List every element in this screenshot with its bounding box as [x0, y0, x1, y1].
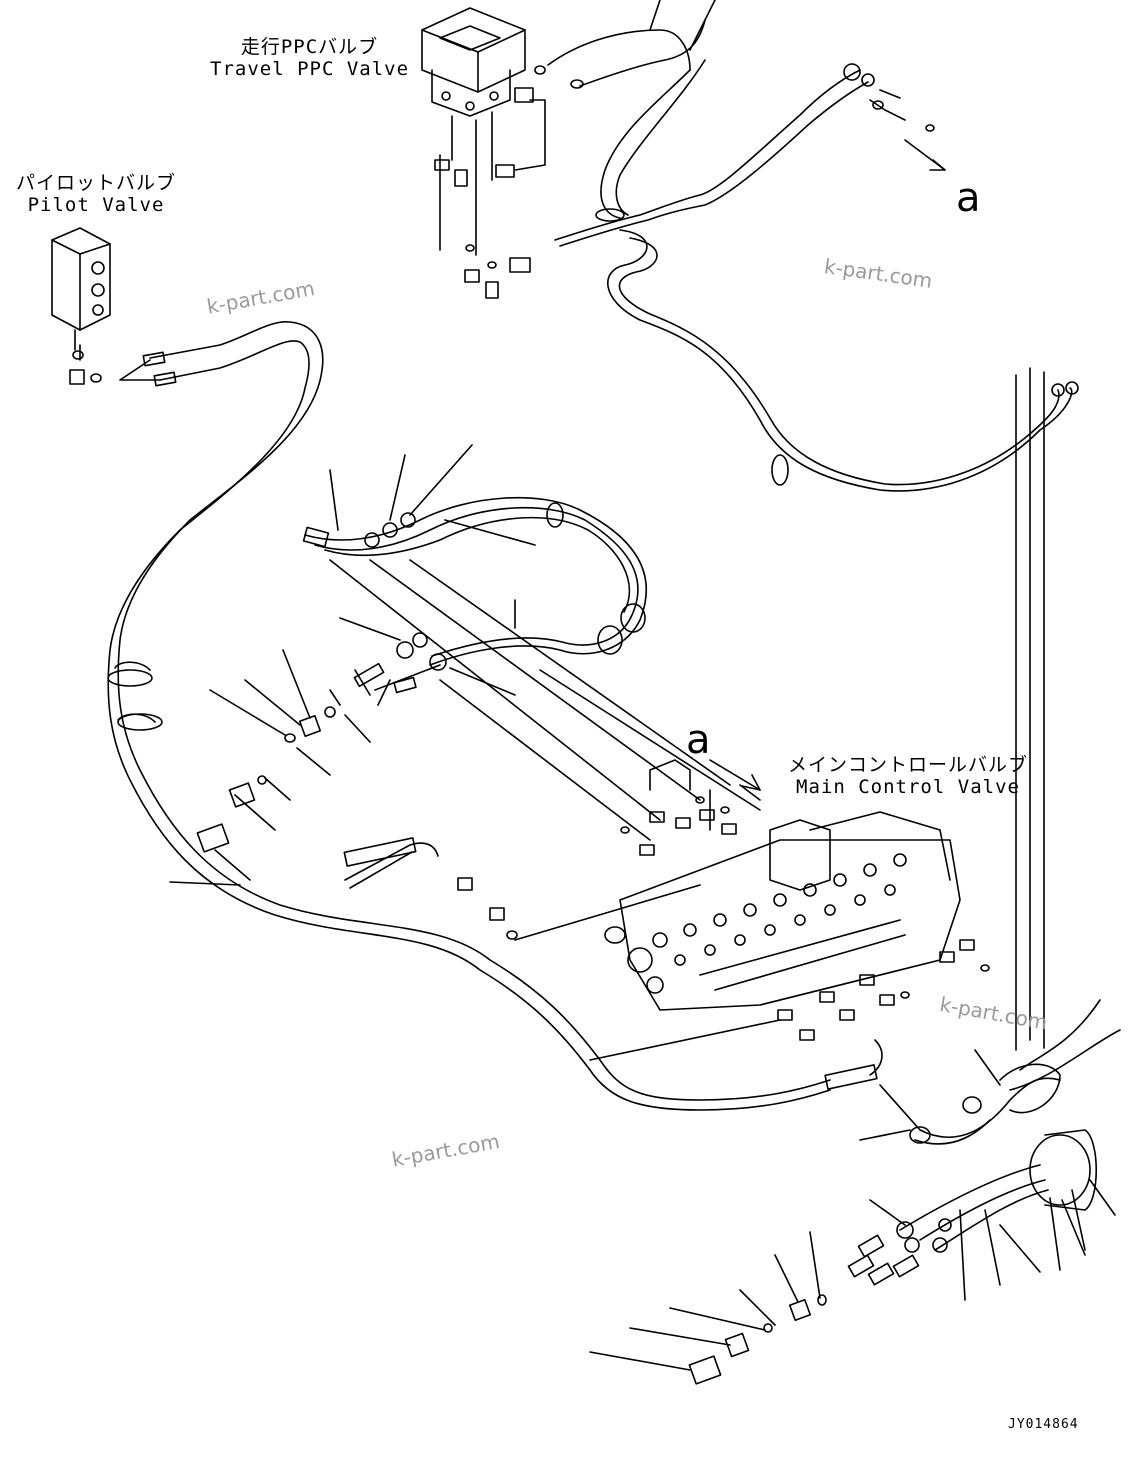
- main-control-valve-label-en: Main Control Valve: [796, 776, 1020, 798]
- ppc-hose-bundle: [547, 0, 1079, 1051]
- mcv-fittings: [329, 559, 990, 1061]
- reference-mark-a-mid: a: [686, 717, 711, 763]
- lower-right-fittings: [589, 1231, 920, 1385]
- pilot-valve-icon: [51, 227, 111, 385]
- pilot-valve-label-jp: パイロットバルブ: [16, 172, 177, 194]
- right-hose-bundle: [169, 837, 1121, 1301]
- reference-mark-a-top: a: [956, 175, 981, 221]
- travel-ppc-valve-label-en: Travel PPC Valve: [210, 58, 410, 80]
- main-control-valve-label: メインコントロールバルブ Main Control Valve: [788, 754, 1028, 798]
- pilot-valve-label-en: Pilot Valve: [27, 194, 165, 216]
- clamps: [107, 208, 789, 731]
- travel-ppc-valve-label: 走行PPCバルブ Travel PPC Valve: [210, 36, 409, 80]
- left-fittings: [196, 649, 371, 881]
- ppc-fittings: [434, 65, 584, 299]
- main-control-valve-icon: [604, 811, 961, 1011]
- travel-ppc-valve-label-jp: 走行PPCバルブ: [240, 36, 379, 58]
- drawing-code: JY014864: [1008, 1417, 1079, 1432]
- pilot-hose: [107, 321, 831, 1111]
- reference-arrow: [709, 759, 761, 791]
- main-control-valve-label-jp: メインコントロールバルブ: [788, 754, 1029, 776]
- center-hose-bundle: [302, 444, 648, 706]
- travel-ppc-valve-icon: [421, 7, 526, 256]
- pilot-valve-label: パイロットバルブ Pilot Valve: [16, 172, 176, 216]
